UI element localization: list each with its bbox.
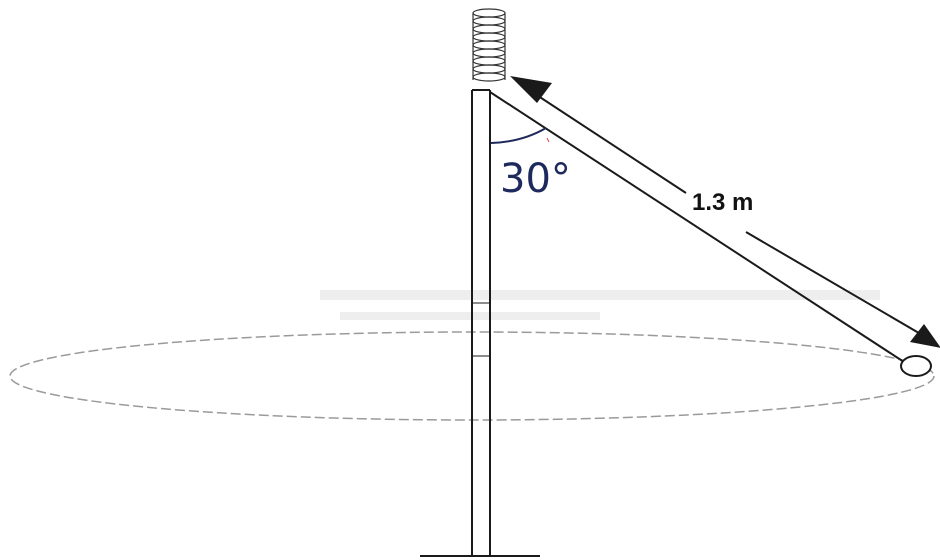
angle-arc bbox=[490, 127, 547, 144]
angle-tick bbox=[546, 137, 550, 143]
scan-ghost-marks bbox=[320, 290, 880, 320]
pendulum-string bbox=[489, 91, 905, 363]
arrowhead-down-icon bbox=[910, 324, 940, 348]
arrowhead-up-icon bbox=[510, 76, 552, 103]
circle-mass-icon bbox=[900, 355, 932, 377]
length-label: 1.3 m bbox=[692, 189, 753, 216]
angle-label: 30° bbox=[500, 156, 571, 202]
dimension-line-upper bbox=[525, 87, 687, 194]
coil-spring-icon bbox=[472, 8, 506, 82]
vertical-pole bbox=[471, 89, 491, 556]
dimension-line-lower bbox=[745, 231, 925, 337]
